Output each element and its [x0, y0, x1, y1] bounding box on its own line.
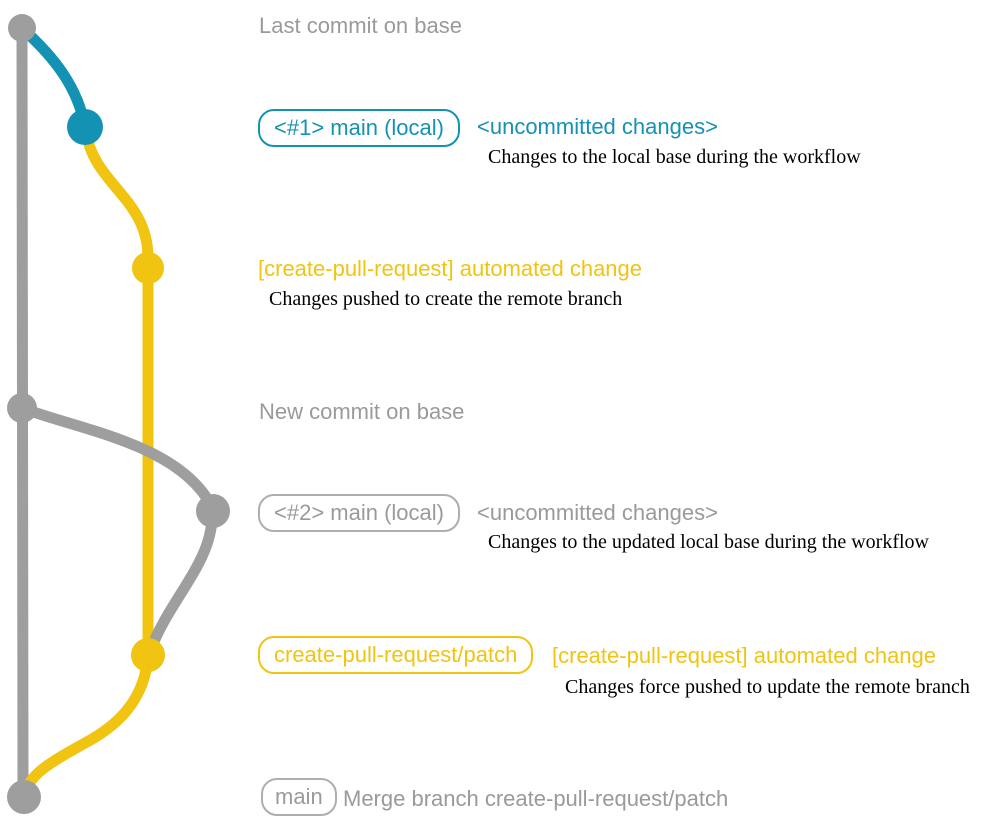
- branch-badge-main-local-2: <#2> main (local): [258, 494, 460, 532]
- commit-dot-last-base: [8, 14, 36, 42]
- branch-badge-main: main: [261, 778, 337, 816]
- uncommitted-changes-label-2: <uncommitted changes>: [477, 500, 718, 525]
- merge-commit-title: Merge branch create-pull-request/patch: [343, 786, 729, 811]
- automated-change-1-title: [create-pull-request] automated change: [258, 256, 643, 281]
- last-commit-label: Last commit on base: [259, 13, 462, 38]
- uncommitted-changes-label-1: <uncommitted changes>: [477, 114, 718, 139]
- commit-dot-merge: [7, 780, 41, 814]
- local-main-1-description: Changes to the local base during the wor…: [488, 146, 861, 168]
- automated-change-2-description: Changes force pushed to update the remot…: [565, 676, 970, 698]
- commit-dot-local-main-2: [196, 494, 230, 528]
- commit-dot-new-base: [7, 393, 37, 423]
- remote-patch-branch-line: [18, 126, 154, 800]
- commit-dot-automated-change-1: [132, 252, 164, 284]
- automated-change-1-description: Changes pushed to create the remote bran…: [269, 288, 623, 310]
- branch-badge-main-local-1: <#1> main (local): [258, 109, 460, 147]
- commit-dot-automated-change-2: [131, 638, 165, 672]
- updated-local-branch-line: [16, 402, 218, 657]
- git-graph: [7, 14, 230, 814]
- commit-dot-local-main-1: [67, 109, 103, 145]
- automated-change-2-title: [create-pull-request] automated change: [552, 643, 937, 668]
- branch-badge-create-pull-request-patch: create-pull-request/patch: [258, 636, 534, 674]
- new-commit-label: New commit on base: [259, 399, 465, 424]
- local-main-2-description: Changes to the updated local base during…: [488, 531, 929, 553]
